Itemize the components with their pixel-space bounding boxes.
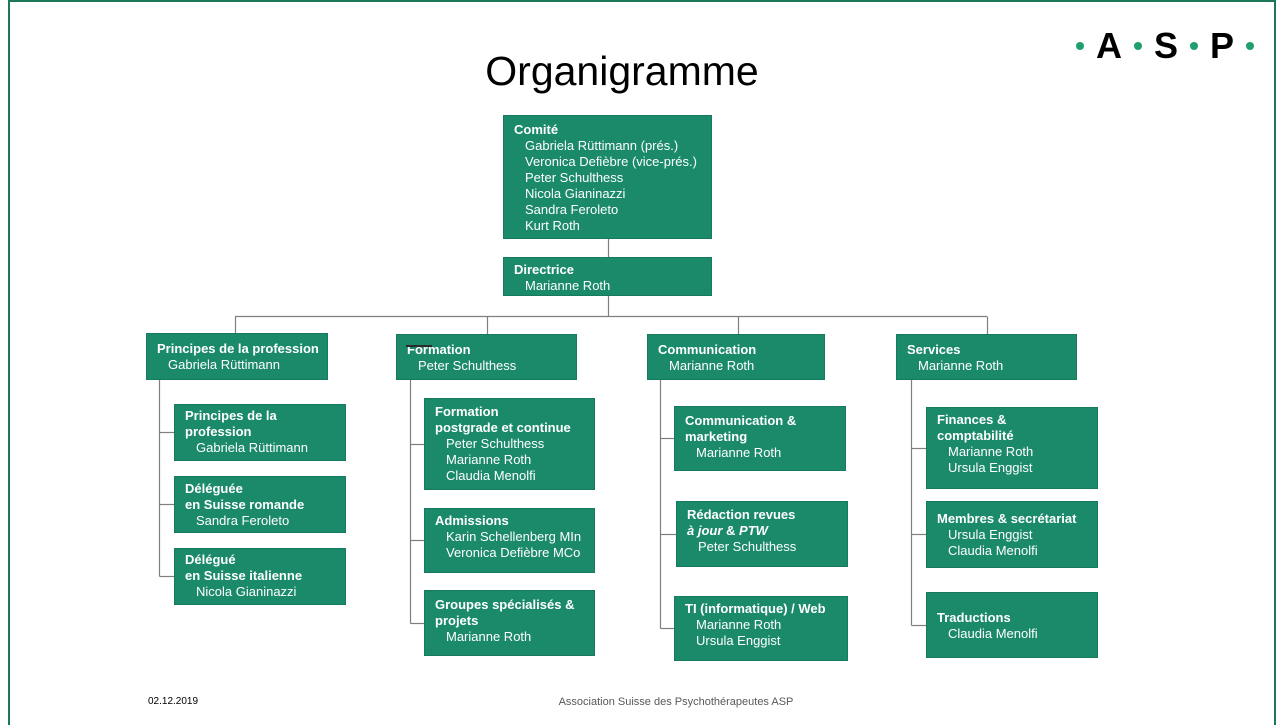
box-member: Claudia Menolfi [446,468,536,483]
org-box-directrice: Directrice Marianne Roth [503,257,712,296]
footer-date: 02.12.2019 [148,696,199,707]
org-box-unit: Formation postgrade et continue Peter Sc… [424,398,595,490]
box-member: Claudia Menolfi [948,543,1038,558]
box-member: Peter Schulthess [418,358,517,373]
box-member: Marianne Roth [918,358,1004,373]
box-member: Ursula Enggist [948,527,1033,542]
box-member: Marianne Roth [696,445,782,460]
box-title: postgrade et continue [435,420,571,435]
box-title: Finances & [937,412,1007,427]
box-member: Kurt Roth [525,218,580,233]
journal-name: PTW [739,523,768,538]
box-member: Claudia Menolfi [948,626,1038,641]
box-title: Délégué [185,552,236,567]
org-box-unit: Groupes spécialisés & projets Marianne R… [424,590,595,656]
box-title: Membres & secrétariat [937,511,1077,526]
box-member: Ursula Enggist [696,633,781,648]
box-title: Principes de la [185,408,277,423]
box-member: Nicola Gianinazzi [525,186,626,201]
box-title: Formation [435,404,499,419]
box-title: projets [435,613,479,628]
box-title: en Suisse romande [185,497,305,512]
org-box-unit: Communication & marketing Marianne Roth [674,406,846,471]
box-title: Rédaction revues [687,507,796,522]
box-title: Formation [407,342,471,357]
box-member: Gabriela Rüttimann (prés.) [525,138,679,153]
journal-name: à jour [687,523,723,538]
logo-dot [1190,42,1199,50]
slide-frame [8,0,1276,725]
box-member: Veronica Defièbre MCo [446,545,581,560]
box-member: Gabriela Rüttimann [168,357,280,372]
box-member: Peter Schulthess [446,436,545,451]
box-member: Karin Schellenberg MIn [446,529,582,544]
box-title: Traductions [937,610,1011,625]
box-member: Peter Schulthess [698,539,797,554]
org-box-unit: Rédaction revues à jour & PTW Peter Schu… [676,501,848,567]
box-title: Groupes spécialisés & [435,597,575,612]
box-title: Services [907,342,961,357]
box-member: Marianne Roth [948,444,1034,459]
box-title: Comité [514,122,559,137]
box-member: Marianne Roth [525,278,611,293]
asp-logo: A S P [1076,25,1255,66]
org-box-services: Services Marianne Roth [896,334,1077,380]
box-title: Directrice [514,262,574,277]
org-box-communication: Communication Marianne Roth [647,334,825,380]
box-title: TI (informatique) / Web [685,601,826,616]
box-title: en Suisse italienne [185,568,303,583]
org-box-unit: TI (informatique) / Web Marianne Roth Ur… [674,596,848,661]
box-title: Communication [658,342,757,357]
box-title: Déléguée [185,481,243,496]
box-title: profession [185,424,252,439]
org-box-unit: Admissions Karin Schellenberg MIn Veroni… [424,508,595,573]
box-member: Veronica Defièbre (vice-prés.) [525,154,697,169]
box-member: Peter Schulthess [525,170,624,185]
box-member: Marianne Roth [669,358,755,373]
box-member: Sandra Feroleto [525,202,619,217]
box-member: Sandra Feroleto [196,513,290,528]
box-title: à jour & PTW [687,523,847,539]
logo-letter-s: S [1154,25,1179,66]
org-box-unit: Principes de la profession Gabriela Rütt… [174,404,346,461]
org-box-unit: Membres & secrétariat Ursula Enggist Cla… [926,501,1098,568]
org-box-principes: Principes de la profession Gabriela Rütt… [146,333,328,380]
org-box-unit: Traductions Claudia Menolfi [926,592,1098,658]
box-member: Marianne Roth [696,617,782,632]
logo-dot [1246,42,1255,50]
logo-dot [1076,42,1084,50]
org-box-unit: Déléguée en Suisse romande Sandra Ferole… [174,476,346,533]
title-ampersand: & [726,523,736,538]
box-member: Gabriela Rüttimann [196,440,308,455]
logo-dot [1134,42,1142,50]
logo-letter-p: P [1210,25,1235,66]
box-title: Admissions [435,513,509,528]
box-member: Nicola Gianinazzi [196,584,297,599]
box-member: Marianne Roth [446,452,532,467]
box-title: marketing [685,429,748,444]
page-title: Organigramme [485,48,759,94]
box-title: Principes de la profession [157,341,319,356]
box-title: comptabilité [937,428,1014,443]
footer-organization: Association Suisse des Psychothérapeutes… [558,696,794,708]
org-box-unit: Finances & comptabilité Marianne Roth Ur… [926,407,1098,489]
logo-letter-a: A [1096,25,1122,66]
org-box-comite: Comité Gabriela Rüttimann (prés.) Veroni… [503,115,712,239]
box-title: Communication & [685,413,797,428]
stray-line [406,345,432,347]
org-box-unit: Délégué en Suisse italienne Nicola Giani… [174,548,346,605]
box-member: Marianne Roth [446,629,532,644]
box-member: Ursula Enggist [948,460,1033,475]
org-box-formation: Formation Peter Schulthess [396,334,577,380]
